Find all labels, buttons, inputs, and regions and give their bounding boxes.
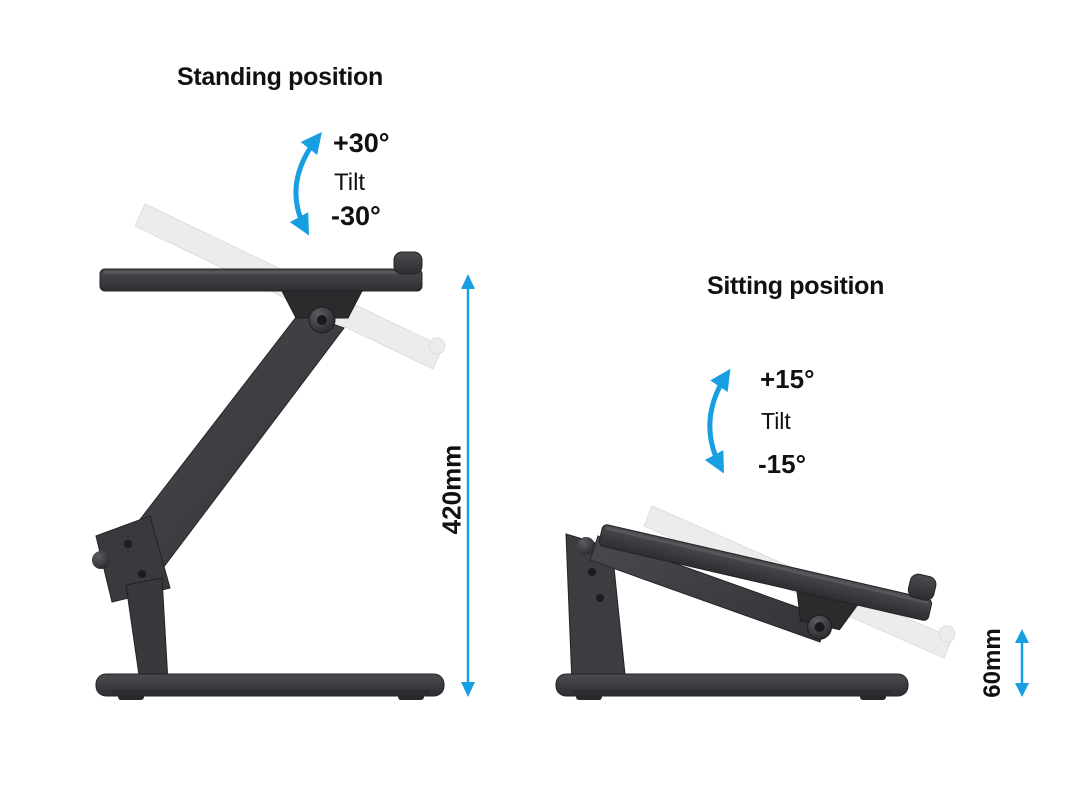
standing-tilt-up-label: +30° [333,128,390,158]
standing-leg [125,577,169,683]
sitting-tilt-up-label: +15° [760,364,815,394]
standing-hinge [281,290,363,334]
standing-tilt-down-label: -30° [331,201,381,231]
sitting-position-title: Sitting position [707,272,885,300]
sitting-arm [589,535,829,643]
standing-position-title: Standing position [177,63,383,91]
sitting-tilt-down-label: -15° [758,449,806,479]
height-420-label: 420mm [436,444,467,535]
sitting-stand-illustration [555,505,956,700]
standing-tilt-label: Tilt [334,169,366,196]
sitting-base [555,673,909,700]
standing-platform [99,251,423,292]
sitting-tilt-label: Tilt [761,408,791,434]
standing-stand-illustration [92,203,446,700]
sitting-tilt-arrow-icon [704,368,731,474]
height-60-label: 60mm [979,628,1006,698]
height-60-measure-arrow [1015,629,1029,697]
standing-base [95,673,445,700]
sitting-platform [598,524,937,640]
height-420-measure-arrow [461,274,475,697]
standing-tilt-arrow-icon [289,132,322,236]
